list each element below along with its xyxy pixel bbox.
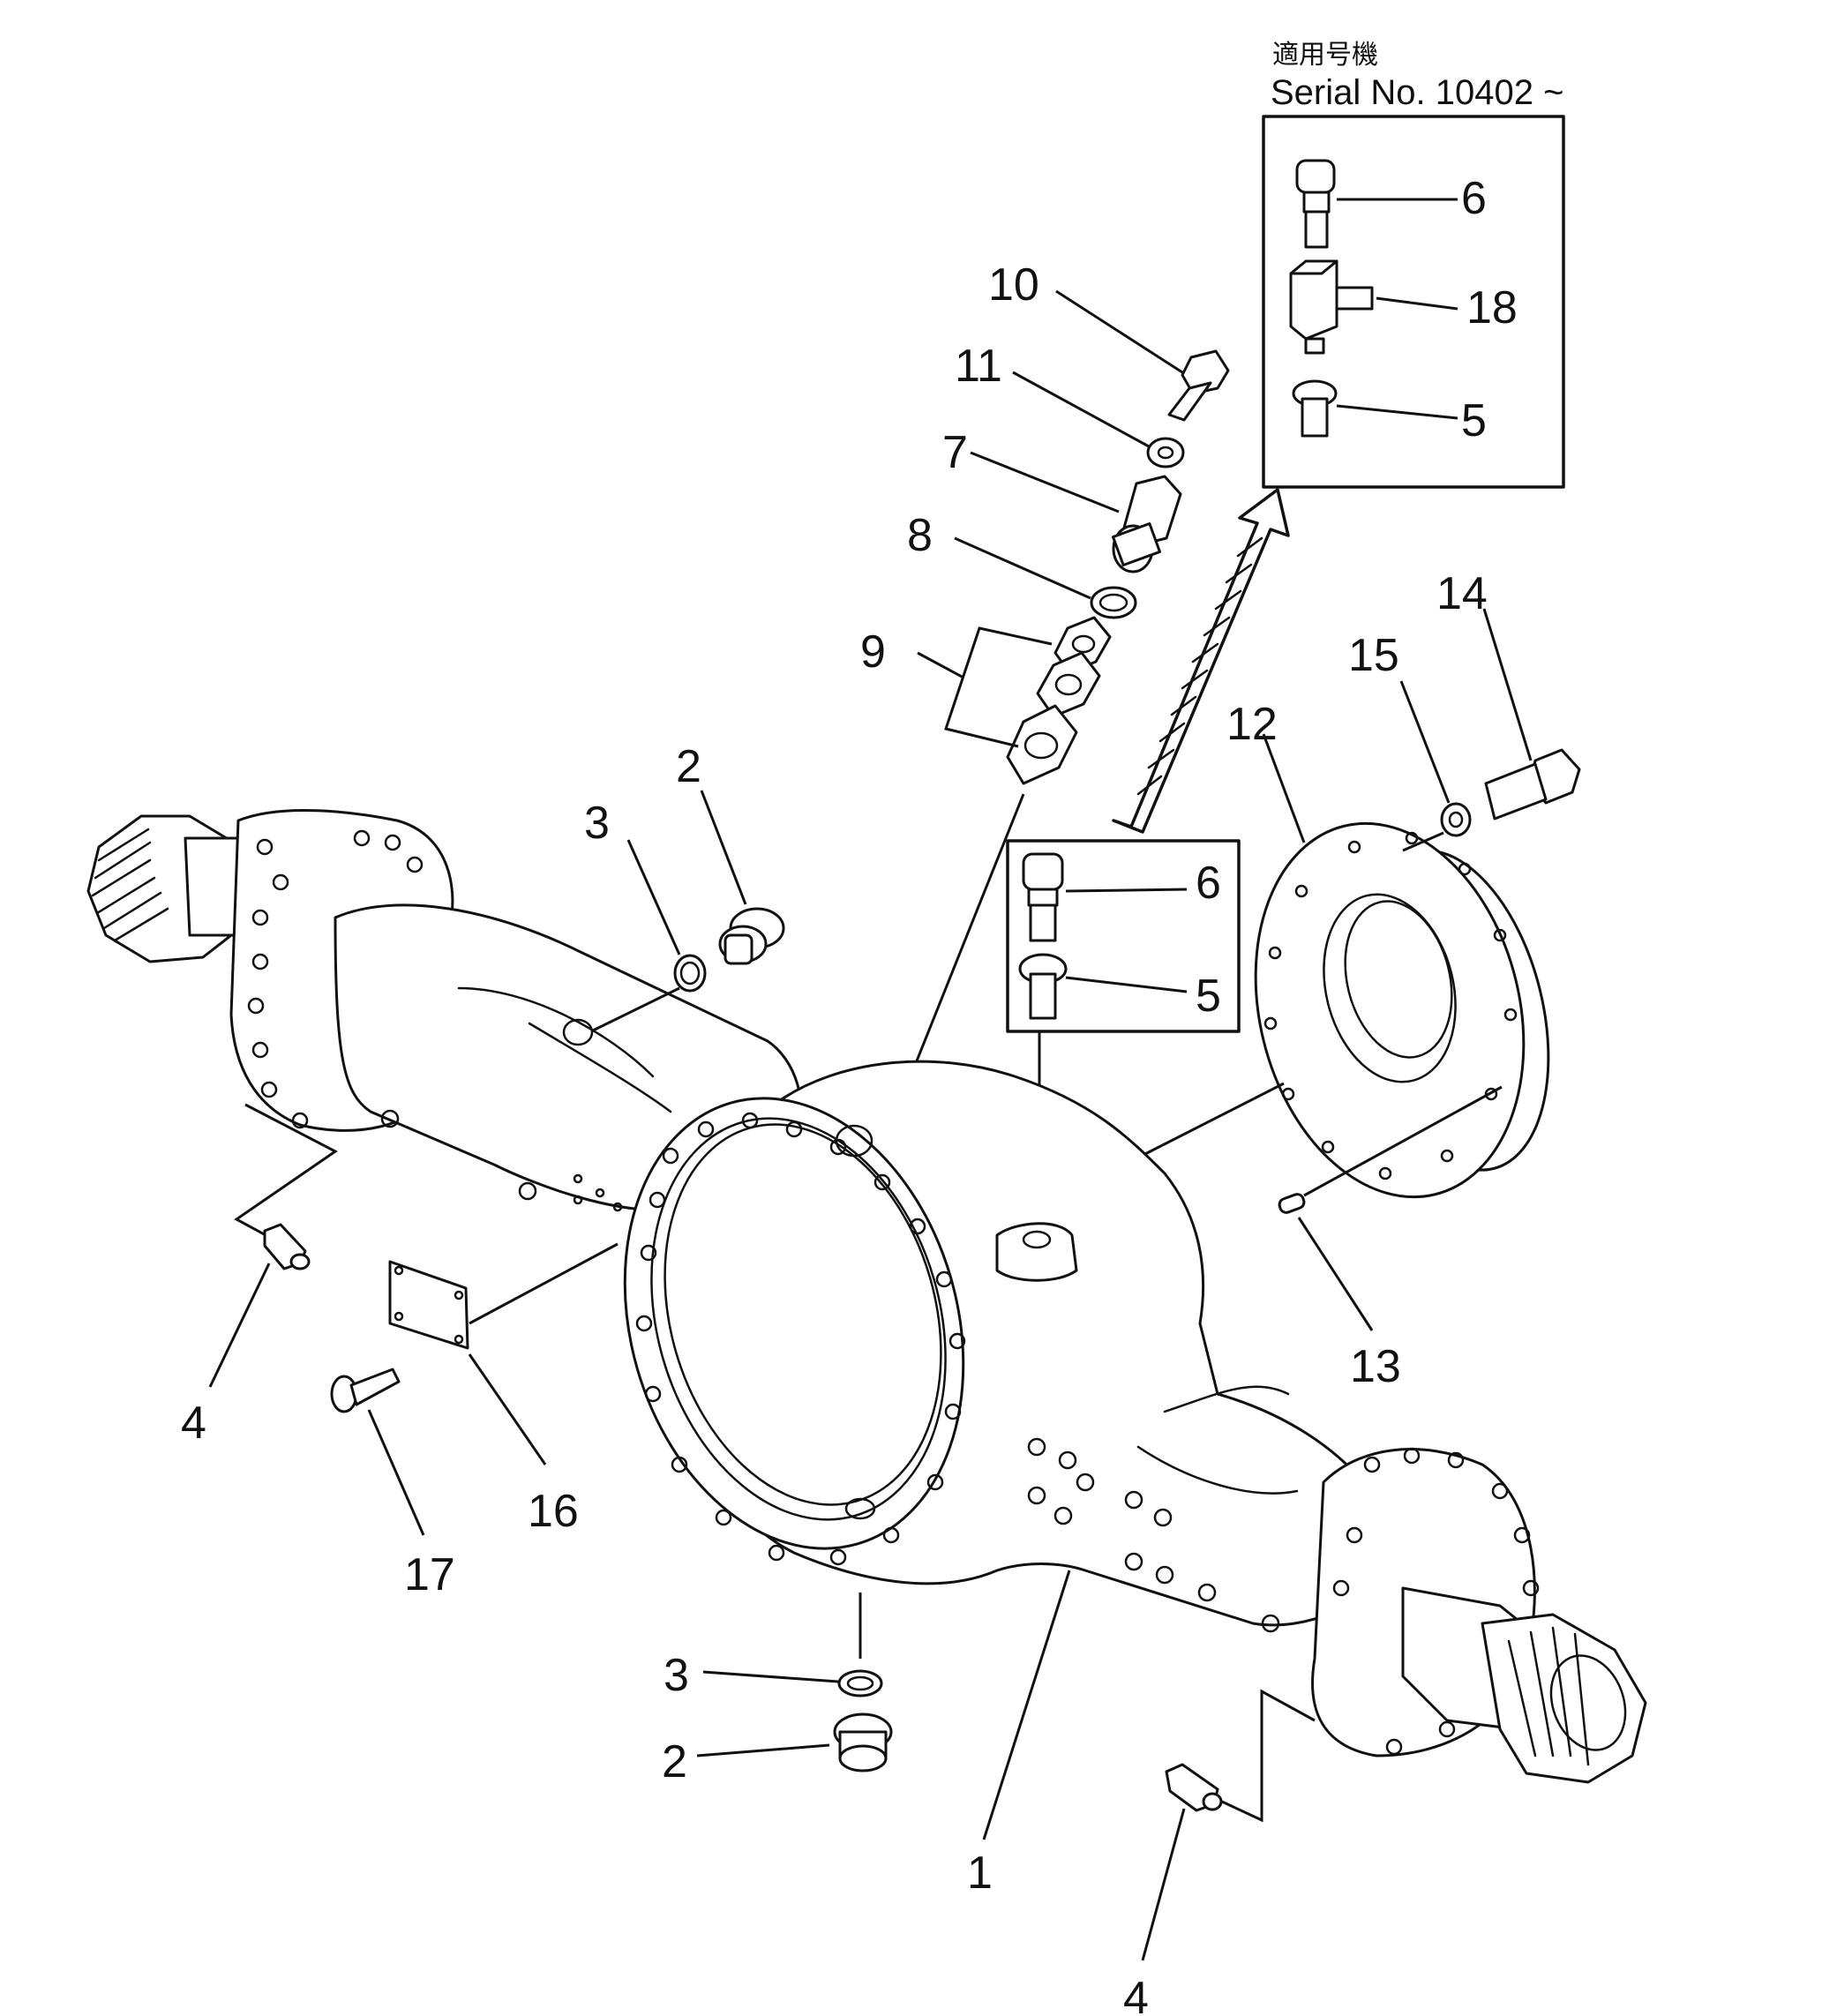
callout-4-left: 4 bbox=[181, 1398, 206, 1449]
hub-flange-12-drawing bbox=[1254, 821, 1550, 1199]
box-part-5-drawing bbox=[1018, 953, 1068, 1020]
bolt-14-drawing bbox=[1484, 748, 1581, 821]
plug-2-lower-drawing bbox=[833, 1712, 893, 1772]
plug-2-upper-drawing bbox=[718, 907, 785, 965]
cover-plate-16-drawing bbox=[388, 1260, 469, 1350]
box-part-6-drawing bbox=[1022, 852, 1064, 942]
callout-6-box: 6 bbox=[1196, 858, 1221, 909]
serial-number-label: Serial No. 10402 ~ bbox=[1271, 73, 1563, 112]
callout-4-right: 4 bbox=[1123, 1973, 1149, 2016]
callout-8: 8 bbox=[907, 510, 933, 561]
callout-2-lower: 2 bbox=[662, 1736, 687, 1787]
washer-15-drawing bbox=[1440, 802, 1472, 837]
callout-18: 18 bbox=[1466, 282, 1518, 334]
bolt-10-drawing bbox=[1167, 349, 1230, 422]
callout-10: 10 bbox=[988, 259, 1039, 311]
callout-15: 15 bbox=[1348, 630, 1399, 681]
callout-11: 11 bbox=[955, 341, 1002, 392]
variant-arrow bbox=[1112, 488, 1290, 834]
callout-5-box: 5 bbox=[1196, 971, 1221, 1022]
callout-17: 17 bbox=[404, 1549, 455, 1600]
callout-3-upper: 3 bbox=[584, 798, 610, 849]
callout-7: 7 bbox=[942, 427, 968, 478]
o-ring-3-lower-drawing bbox=[837, 1669, 883, 1697]
o-ring-8-drawing bbox=[1090, 586, 1137, 619]
inset-part-5-drawing bbox=[1292, 379, 1338, 438]
callout-16: 16 bbox=[528, 1486, 579, 1537]
callout-12: 12 bbox=[1226, 699, 1278, 750]
inset-part-18-drawing bbox=[1289, 259, 1374, 355]
screw-17-drawing bbox=[330, 1368, 401, 1413]
o-ring-3-upper-drawing bbox=[673, 954, 707, 993]
gasket-set-9-drawing bbox=[1006, 616, 1112, 785]
applicable-model-label: 適用号機 bbox=[1272, 40, 1378, 71]
callout-14: 14 bbox=[1436, 568, 1488, 619]
washer-11-drawing bbox=[1146, 437, 1185, 468]
grease-fitting-4-right-drawing bbox=[1165, 1763, 1223, 1812]
dowel-pin-13-drawing bbox=[1278, 1193, 1306, 1214]
callout-2-upper: 2 bbox=[676, 741, 701, 792]
callout-13: 13 bbox=[1350, 1341, 1401, 1392]
callout-3-lower: 3 bbox=[664, 1650, 689, 1701]
fitting-7-drawing bbox=[1112, 475, 1182, 573]
axle-housing-1-drawing bbox=[86, 808, 1647, 1784]
callout-6-inset: 6 bbox=[1461, 173, 1487, 224]
callout-5-inset: 5 bbox=[1461, 395, 1487, 446]
breather-parts-box bbox=[1006, 839, 1241, 1226]
callout-1: 1 bbox=[967, 1847, 993, 1899]
grease-fitting-4-left-drawing bbox=[263, 1223, 311, 1270]
serial-variant-inset-box bbox=[1262, 115, 1565, 489]
callout-9: 9 bbox=[860, 626, 886, 678]
inset-part-6-drawing bbox=[1295, 159, 1336, 249]
